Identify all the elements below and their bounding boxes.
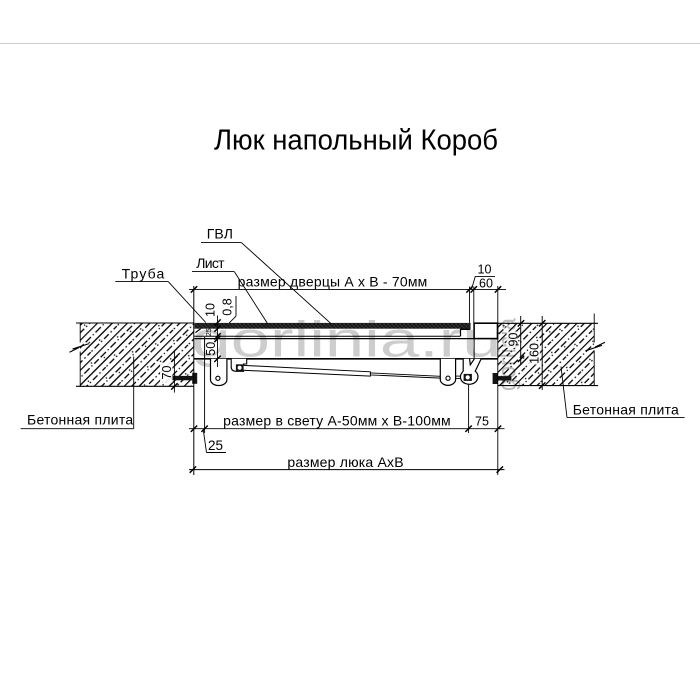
svg-text:25: 25	[206, 328, 213, 336]
svg-text:90: 90	[506, 333, 520, 347]
svg-text:размер дверцы А х В - 70мм: размер дверцы А х В - 70мм	[238, 274, 428, 290]
svg-text:10: 10	[478, 263, 492, 277]
svg-text:160: 160	[528, 343, 542, 364]
svg-text:Труба: Труба	[122, 265, 165, 281]
svg-text:10: 10	[204, 303, 218, 317]
svg-text:Лист: Лист	[196, 255, 225, 271]
svg-text:ГВЛ: ГВЛ	[207, 226, 234, 242]
svg-text:75: 75	[475, 415, 489, 429]
svg-text:70: 70	[160, 366, 174, 380]
svg-text:50: 50	[204, 342, 218, 356]
svg-text:Бетонная плита: Бетонная плита	[27, 412, 133, 428]
svg-text:25: 25	[208, 438, 223, 453]
svg-text:Бетонная плита: Бетонная плита	[573, 402, 679, 418]
svg-text:размер люка АхВ: размер люка АхВ	[287, 454, 403, 470]
svg-text:0,8: 0,8	[221, 298, 235, 315]
svg-text:Люк напольный Короб: Люк напольный Короб	[214, 124, 498, 156]
svg-text:размер в свету А-50мм х В-100м: размер в свету А-50мм х В-100мм	[223, 413, 451, 429]
svg-text:60: 60	[479, 277, 493, 291]
